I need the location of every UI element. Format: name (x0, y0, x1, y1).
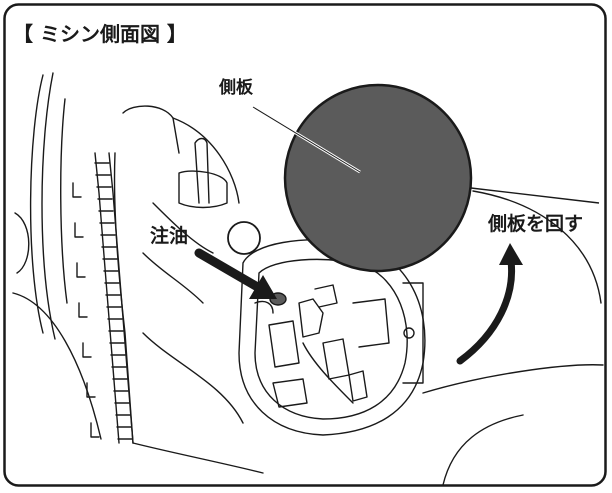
handwheel-arc-4 (14, 212, 30, 274)
housing-inner-2 (142, 252, 204, 304)
oiling-label: 注油 (150, 224, 188, 247)
housing-lower (142, 332, 244, 424)
side-plate-cover (283, 83, 473, 273)
pivot-ball (227, 221, 261, 255)
housing-left (113, 152, 134, 444)
side-plate-leader-inner (252, 106, 361, 173)
bed-lower (442, 414, 524, 486)
handwheel-arc-1 (29, 74, 44, 334)
housing-bottom (132, 442, 264, 474)
shaft-2 (302, 342, 354, 404)
handwheel-arc-3 (60, 98, 68, 304)
oiling-arrow (194, 248, 277, 299)
shaft-1 (314, 284, 338, 308)
housing-inner (152, 202, 214, 254)
belt-left-edge (94, 152, 120, 444)
needle-bar (298, 298, 324, 338)
housing-curve (172, 117, 240, 204)
sewing-machine-side-view: 【 ミシン側面図 】 (3, 3, 607, 487)
lever-2 (352, 298, 390, 348)
side-plate-label: 側板 (218, 77, 254, 98)
body-right-edge (472, 190, 602, 304)
tension-knob (178, 170, 228, 209)
belt-tooth-blocks (72, 182, 100, 438)
bobbin-window-inner (254, 258, 408, 420)
handwheel-arc-5 (12, 292, 102, 440)
screw-hole (403, 327, 415, 339)
page-title: 【 ミシン側面図 】 (13, 22, 187, 46)
right-frame (402, 282, 424, 384)
machine-linework (12, 72, 604, 486)
belt-teeth (94, 162, 133, 440)
feed-dog (272, 378, 308, 408)
hook-block (268, 320, 300, 368)
handwheel-arc-2 (41, 72, 56, 340)
bed-curve (422, 364, 604, 394)
rotate-side-plate-label: 側板を回す (487, 212, 583, 235)
rotate-leader (470, 187, 600, 204)
lever (254, 300, 274, 314)
link-2 (348, 370, 368, 402)
rotation-arrow (456, 243, 523, 365)
diagram-frame: 【 ミシン側面図 】 (3, 3, 607, 487)
